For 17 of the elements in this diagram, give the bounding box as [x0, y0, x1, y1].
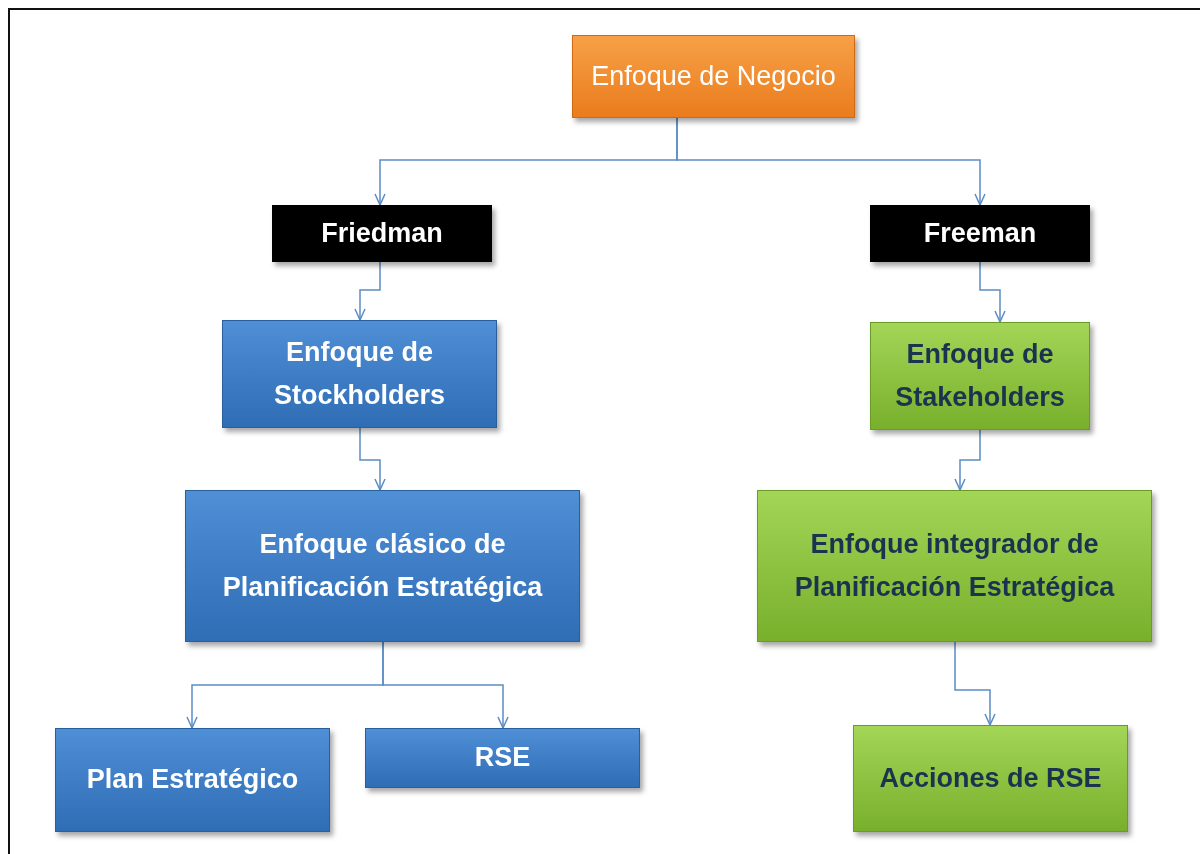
process-box: Acciones de RSE	[853, 725, 1128, 832]
connector-arrow	[954, 429, 981, 491]
process-box: Enfoque de Stakeholders	[870, 322, 1090, 430]
author-box: Freeman	[870, 205, 1090, 262]
title-box: Enfoque de Negocio	[572, 35, 855, 118]
connector-arrow	[979, 261, 1006, 323]
connector-arrow	[354, 261, 381, 321]
process-box: Enfoque integrador de Planificación Estratégica	[757, 490, 1152, 642]
process-box: Enfoque de Stockholders	[222, 320, 497, 428]
process-box: Enfoque clásico de Planificación Estratégica	[185, 490, 580, 642]
author-box: Friedman	[272, 205, 492, 262]
process-box: Plan Estratégico	[55, 728, 330, 832]
connector-arrow	[954, 641, 996, 726]
process-box: RSE	[365, 728, 640, 788]
connector-arrow	[676, 117, 986, 206]
connector-arrow	[382, 641, 509, 729]
connector-arrow	[359, 427, 386, 491]
